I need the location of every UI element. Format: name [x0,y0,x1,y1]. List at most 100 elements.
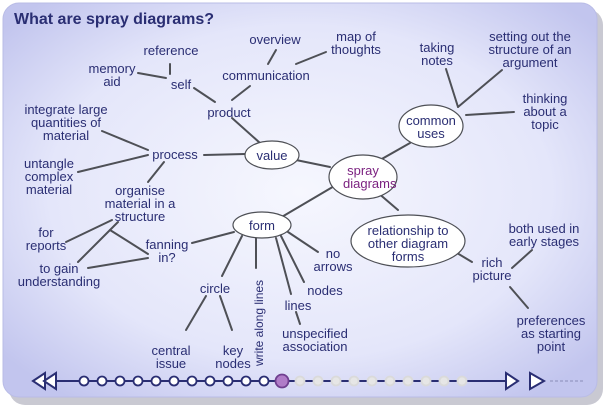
overview-label: overview [249,32,301,47]
line-process-untangle [77,154,149,173]
oval-form [232,211,292,239]
nav-step-dot[interactable] [240,375,252,387]
organise-label: organise material in a structure [104,183,176,224]
nav-dots [78,373,468,389]
nav-step-dot[interactable] [312,375,324,387]
line-comm-map [295,51,327,65]
process-label: process [152,147,198,162]
line-circle-key [219,295,233,331]
nav-step-dot[interactable] [132,375,144,387]
line-product-communication [231,85,251,101]
page-title: What are spray diagrams? [14,11,215,28]
line-form-noarrows [287,231,319,253]
nav-step-dot[interactable] [204,375,216,387]
preferences-label: preferences as starting point [516,313,586,354]
nav-step-dot[interactable] [294,375,306,387]
form-label: form [249,218,275,233]
slide-background [2,2,598,398]
line-organise-gain [77,221,119,263]
nav-step-dot[interactable] [384,375,396,387]
line-comm-overview [267,49,277,65]
central-issue-label: central issue [151,343,191,371]
nav-step-dot[interactable] [114,375,126,387]
nav-step-dot[interactable] [78,375,90,387]
center-label: spray diagrams [343,164,396,190]
line-form-nodes [280,235,305,283]
line-rich-preferences [509,286,529,309]
line-circle-central [185,295,207,331]
line-center-common [379,142,411,161]
nav-step-dot[interactable] [420,375,432,387]
nav-step-dot[interactable] [96,375,108,387]
line-process-integrate [101,130,149,151]
no-arrows-label: no arrows [313,246,353,274]
line-product-self [193,87,216,103]
line-common-thinking [465,111,515,116]
map-of-thoughts-label: map of thoughts [331,29,381,57]
center-text: spray diagrams [343,163,397,191]
both-used-label: both used in early stages [508,221,580,249]
line-value-center [295,159,331,168]
oval-center [328,154,398,200]
memory-aid-label: memory aid [88,61,136,89]
line-lines-unspecified [295,311,301,325]
lines-label: lines [284,298,312,313]
communication-label: communication [222,68,310,83]
line-form-lines [275,237,292,295]
write-along-lines-label: write along lines [252,279,266,366]
nav-next-button[interactable] [505,371,547,391]
taking-notes-label: taking notes [419,40,455,68]
line-rich-both [511,249,533,269]
node-ovals [232,104,466,268]
line-self-memory [137,72,167,79]
setting-out-label: setting out the structure of an argument [488,29,572,70]
for-reports-label: for reports [25,225,67,253]
relationship-label: relationship to other diagram forms [367,223,449,264]
to-gain-label: to gain understanding [17,261,101,289]
nav-step-dot[interactable] [222,375,234,387]
line-common-setting [457,69,503,108]
line-form-circle [221,235,243,277]
nav-step-dot[interactable] [186,375,198,387]
fanning-in-label: fanning in? [145,237,189,265]
nav-step-dot[interactable] [402,375,414,387]
value-label: value [256,148,288,163]
circle-label: circle [199,281,231,296]
nav-step-dot[interactable] [150,375,162,387]
unspecified-label: unspecified association [282,326,348,354]
product-label: product [207,105,251,120]
line-value-product [231,117,261,144]
self-label: self [170,77,192,92]
line-center-form [279,184,337,219]
key-nodes-label: key nodes [215,343,251,371]
nav-step-dot[interactable] [366,375,378,387]
nav-step-dot[interactable] [258,375,270,387]
nav-step-dot[interactable] [438,375,450,387]
nav-step-dot[interactable] [330,375,342,387]
line-organise-reports [65,219,113,243]
nav-first-button[interactable] [31,371,57,391]
oval-relationship [350,214,466,268]
thinking-label: thinking about a topic [522,91,568,132]
reference-label: reference [143,43,199,58]
line-fanning-gain [87,257,149,269]
nodes-label: nodes [307,283,343,298]
nav-step-dot[interactable] [274,373,290,389]
next-arrow-icon [505,371,520,391]
oval-common-uses [398,104,464,148]
nav-step-dot[interactable] [456,375,468,387]
oval-value [244,140,300,170]
line-fanning-reports [109,229,149,255]
nav-step-dot[interactable] [168,375,180,387]
rich-picture-label: rich picture [472,255,512,283]
connector-lines [65,49,533,331]
integrate-label: integrate large quantities of material [24,102,108,143]
nav-step-dot[interactable] [348,375,360,387]
line-value-process [203,153,246,156]
prev-arrow-icon [42,371,57,391]
line-common-taking [445,68,459,108]
common-uses-label: common uses [406,113,456,141]
navigation-bar [31,371,584,391]
